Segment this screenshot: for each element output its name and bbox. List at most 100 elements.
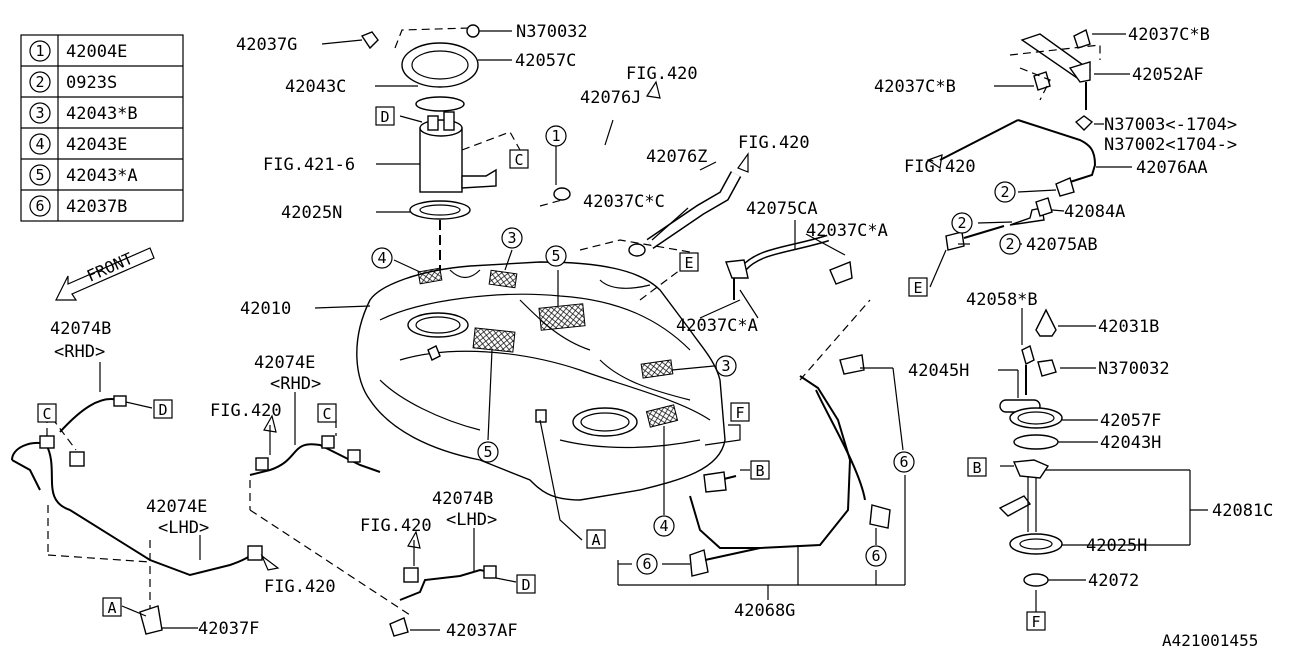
ref-box: F <box>1031 613 1040 631</box>
part-label: 42043H <box>1100 433 1161 453</box>
part-label: 42076Z <box>646 147 707 167</box>
part-label: <LHD> <box>446 510 497 530</box>
part-label: FIG.420 <box>264 577 336 597</box>
callout-6: 6 <box>642 555 651 573</box>
legend-num: 5 <box>35 166 44 184</box>
ref-box: F <box>735 404 744 422</box>
legend-num: 1 <box>35 42 44 60</box>
part-label: 42081C <box>1212 501 1273 521</box>
legend-part: 0923S <box>66 73 117 93</box>
part-label: 42076J <box>580 88 641 108</box>
ref-box: D <box>158 401 167 419</box>
legend-part: 42037B <box>66 197 127 217</box>
callout-4: 4 <box>377 249 386 267</box>
ref-box: A <box>107 599 116 617</box>
part-label: <LHD> <box>158 518 209 538</box>
part-label: 42057C <box>515 51 576 71</box>
part-label: <RHD> <box>270 374 321 394</box>
legend-part: 42043*B <box>66 104 138 124</box>
legend-part: 42043E <box>66 135 127 155</box>
legend-part: 42004E <box>66 42 127 62</box>
fuel-line-42068G <box>689 354 891 577</box>
legend-row: 6 42037B <box>29 195 127 217</box>
part-label: 42031B <box>1098 317 1159 337</box>
legend-row: 4 42043E <box>29 133 127 155</box>
part-label: FIG.420 <box>626 64 698 84</box>
harness-42074B-rhd <box>59 362 127 433</box>
callout-1: 1 <box>551 127 560 145</box>
part-label: 42037C*B <box>874 77 956 97</box>
clamp-icon <box>553 187 646 257</box>
callout-5: 5 <box>551 247 560 265</box>
part-label: 42074E <box>254 353 315 373</box>
part-label: 42074B <box>432 489 493 509</box>
part-label: 42037C*B <box>1128 25 1210 45</box>
drawing-number: A421001455 <box>1162 631 1258 650</box>
hose-42076AA <box>926 119 1097 197</box>
legend-row: 5 42043*A <box>29 164 138 186</box>
ref-box: B <box>755 462 764 480</box>
clip-icon <box>360 31 379 50</box>
nut-icon <box>466 24 512 38</box>
front-arrow-icon: FRONT <box>55 247 155 301</box>
ref-box: D <box>380 108 389 126</box>
callout-3: 3 <box>721 357 730 375</box>
ref-box: A <box>591 531 600 549</box>
legend-row: 3 42043*B <box>29 102 138 124</box>
ref-box: B <box>972 459 981 477</box>
part-label: 42084A <box>1064 202 1125 222</box>
legend-num: 6 <box>35 197 44 215</box>
callout-3: 3 <box>507 229 516 247</box>
callout-circles: 1 2 2 2 3 3 4 4 5 5 6 6 6 <box>371 125 1021 575</box>
part-label: 42058*B <box>966 290 1038 310</box>
hose-42075AB <box>945 197 1053 251</box>
part-label: 42037G <box>236 35 297 55</box>
legend-table: 1 42004E 2 0923S 3 42043*B 4 42043E 5 42… <box>20 34 184 222</box>
part-label: FIG.420 <box>360 516 432 536</box>
part-label: 42074B <box>50 319 111 339</box>
legend-row: 1 42004E <box>29 40 127 62</box>
part-label: FIG.420 <box>210 401 282 421</box>
legend-num: 2 <box>35 73 44 91</box>
part-label: FIG.421-6 <box>263 155 355 175</box>
callout-2: 2 <box>1000 183 1009 201</box>
part-label: 42074E <box>146 497 207 517</box>
harness-42074B-lhd <box>389 530 497 637</box>
part-label: 42075AB <box>1026 235 1098 255</box>
hose-42076J <box>570 80 661 195</box>
hose-42076Z <box>646 152 749 249</box>
harness-42074E-rhd <box>249 414 381 476</box>
part-label: FIG.420 <box>904 157 976 177</box>
callout-2: 2 <box>1005 235 1014 253</box>
part-label: 42037AF <box>446 621 518 641</box>
fuel-tank <box>356 261 726 501</box>
part-label: 42010 <box>240 299 291 319</box>
callout-6: 6 <box>871 547 880 565</box>
filler-pipe-assembly <box>1009 28 1101 131</box>
part-label: 42037C*C <box>583 192 665 212</box>
fuel-pump-assembly <box>394 27 497 330</box>
legend-row: 2 0923S <box>29 71 117 93</box>
ref-box: E <box>913 279 922 297</box>
callout-5: 5 <box>483 443 492 461</box>
part-label: 42076AA <box>1136 158 1208 178</box>
hose-42075CA <box>725 234 853 300</box>
part-label: N37003<-1704> <box>1104 115 1237 135</box>
part-label: 42045H <box>908 361 969 381</box>
part-label: N370032 <box>1098 359 1170 379</box>
ref-box: C <box>514 151 523 169</box>
part-label: 42037F <box>198 619 259 639</box>
ref-box: C <box>322 405 331 423</box>
ref-box: C <box>42 405 51 423</box>
ref-box: E <box>684 254 693 272</box>
part-label: FIG.420 <box>738 133 810 153</box>
legend-num: 3 <box>35 104 44 122</box>
part-label: 42025H <box>1086 536 1147 556</box>
part-label: N37002<1704-> <box>1104 135 1237 155</box>
part-label: 42043C <box>285 77 346 97</box>
callout-6: 6 <box>899 453 908 471</box>
part-label: 42025N <box>281 203 342 223</box>
sub-pump-assembly <box>998 308 1063 612</box>
legend-part: 42043*A <box>66 166 138 186</box>
